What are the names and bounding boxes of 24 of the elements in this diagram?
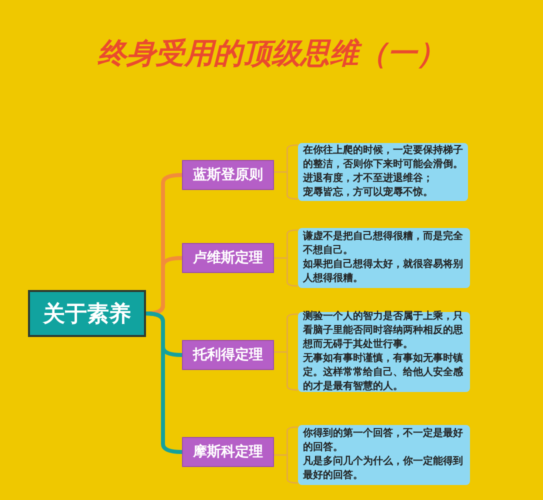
note-box: [298, 425, 470, 485]
note-text: 在你往上爬的时候，一定要保持梯子的整洁，否则你下来时可能会滑倒。: [303, 144, 463, 172]
title: 终身受用的顶级思维（一）: [96, 35, 446, 72]
bracket-line: [273, 144, 299, 200]
branch-line: [146, 312, 182, 454]
bracket-line: [273, 313, 299, 391]
note-box: [298, 228, 470, 288]
note-text: 谦虚不是把自己想得很糟，而是完全不想自己。: [303, 230, 464, 258]
note-text: 测验一个人的智力是否属于上乘，只看脑子里能否同时容纳两种相反的思想而无碍于其处世行事。: [303, 310, 464, 352]
note-text: 你得到的第一个回答，不一定是最好的回答。: [303, 427, 464, 455]
note-text: 进退有度，才不至进退维谷；: [303, 172, 434, 186]
subtopic-box: 卢维斯定理: [182, 243, 274, 273]
note-text: 凡是多问几个为什么，你一定能得到最好的回答。: [303, 455, 464, 483]
subtopic-box: 摩斯科定理: [182, 437, 274, 467]
note-text: 无事如有事时谨慎，有事如无事时镇定。这样常常给自己、给他人安全感的才是最有智慧的人。: [303, 352, 464, 394]
note-text: 宠辱皆忘，方可以宠辱不惊。: [303, 186, 434, 200]
note-box: [298, 143, 468, 201]
subtopic-box: 蓝斯登原则: [182, 160, 274, 190]
topic-box: 关于素养: [28, 290, 146, 337]
note-text: 如果把自己想得太好，就很容易将别人想得很糟。: [303, 258, 464, 286]
note-box: [298, 312, 470, 392]
bracket-line: [273, 229, 299, 287]
subtopic-box: 托利得定理: [182, 340, 274, 370]
bracket-line: [273, 426, 299, 484]
